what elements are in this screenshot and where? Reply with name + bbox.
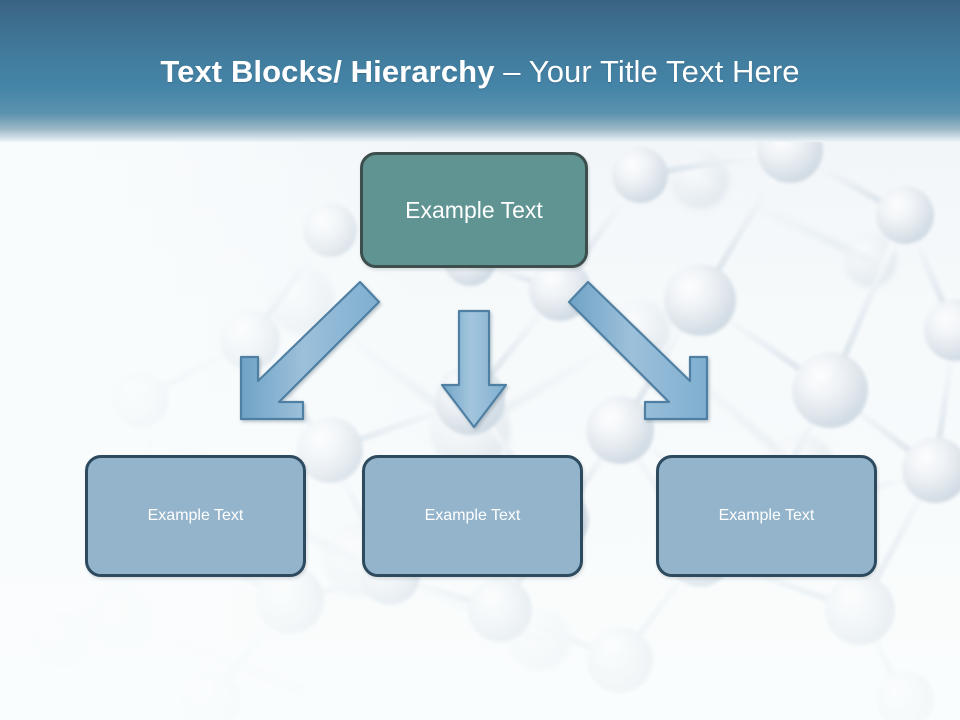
arrow-down-right-icon[interactable] <box>567 280 709 421</box>
hierarchy-child-label-2: Example Text <box>424 507 521 524</box>
hierarchy-child-box-2[interactable]: Example Text <box>362 455 583 577</box>
page-title-dash: – <box>503 54 529 89</box>
title-bar <box>0 0 960 142</box>
page-title-regular-part: Your Title Text Here <box>528 54 800 89</box>
hierarchy-parent-label: Example Text <box>405 196 543 223</box>
hierarchy-child-box-1[interactable]: Example Text <box>85 455 306 577</box>
hierarchy-child-label-3: Example Text <box>718 507 815 524</box>
page-title-bold-part: Text Blocks/ Hierarchy <box>160 54 504 89</box>
page-title: Text Blocks/ Hierarchy – Your Title Text… <box>0 52 960 92</box>
hierarchy-child-label-1: Example Text <box>147 507 244 524</box>
hierarchy-parent-box[interactable]: Example Text <box>360 152 588 268</box>
arrow-down-left-icon[interactable] <box>239 280 381 421</box>
arrow-down-icon[interactable] <box>440 309 508 429</box>
hierarchy-child-box-3[interactable]: Example Text <box>656 455 877 577</box>
